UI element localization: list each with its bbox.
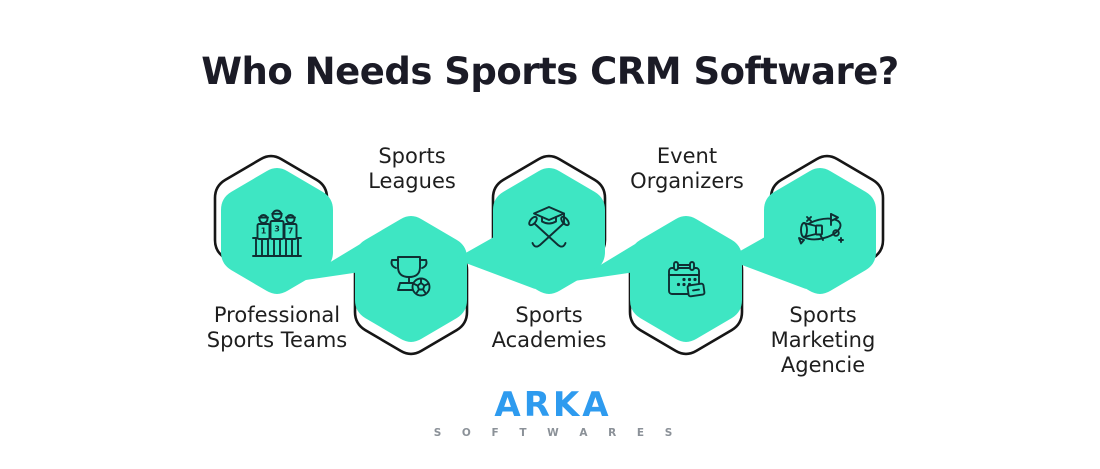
hexagon-sports-academies <box>455 154 607 294</box>
hexagon-sports-marketing-agencies <box>726 154 885 294</box>
label-sports-marketing-agencie: Sports Marketing Agencie <box>771 303 876 377</box>
logo-wordmark: ARKA <box>494 385 612 425</box>
label-line: Event <box>656 144 718 168</box>
label-line: Organizers <box>630 168 744 193</box>
hexagon-sports-leagues <box>299 216 469 356</box>
svg-text:1: 1 <box>261 227 267 236</box>
megaphone-marketing-icon <box>798 213 844 245</box>
label-line: Sports <box>789 303 857 327</box>
label-line: Marketing <box>770 327 876 352</box>
label-event-organizers: Event Organizers <box>630 144 744 194</box>
label-line: Academies <box>491 327 607 352</box>
svg-text:3: 3 <box>274 225 280 234</box>
label-line: Sports Teams <box>206 327 348 352</box>
arka-logo: ARKA S O F T W A R E S <box>425 385 681 439</box>
label-line: Agencie <box>780 352 866 377</box>
hexagon-event-organizers <box>574 216 744 356</box>
hexagon-professional-sports-teams: 1 3 7 <box>213 154 333 294</box>
label-line: Leagues <box>368 168 456 193</box>
label-sports-leagues: Sports Leagues <box>368 144 456 194</box>
trophy-soccer-ball-icon <box>390 256 431 297</box>
label-line: Sports <box>378 144 446 168</box>
svg-text:7: 7 <box>288 227 294 236</box>
page-title: Who Needs Sports CRM Software? <box>201 50 899 93</box>
label-line: Professional <box>213 303 341 327</box>
sports-team-icon: 1 3 7 <box>252 209 302 257</box>
logo-subtitle: S O F T W A R E S <box>433 426 681 439</box>
label-professional-sports-teams: Professional Sports Teams <box>207 303 347 353</box>
graduation-cap-golf-clubs-icon <box>528 206 570 248</box>
label-line: Sports <box>515 303 583 327</box>
event-calendar-icon <box>668 261 706 298</box>
label-sports-academies: Sports Academies <box>492 303 607 353</box>
